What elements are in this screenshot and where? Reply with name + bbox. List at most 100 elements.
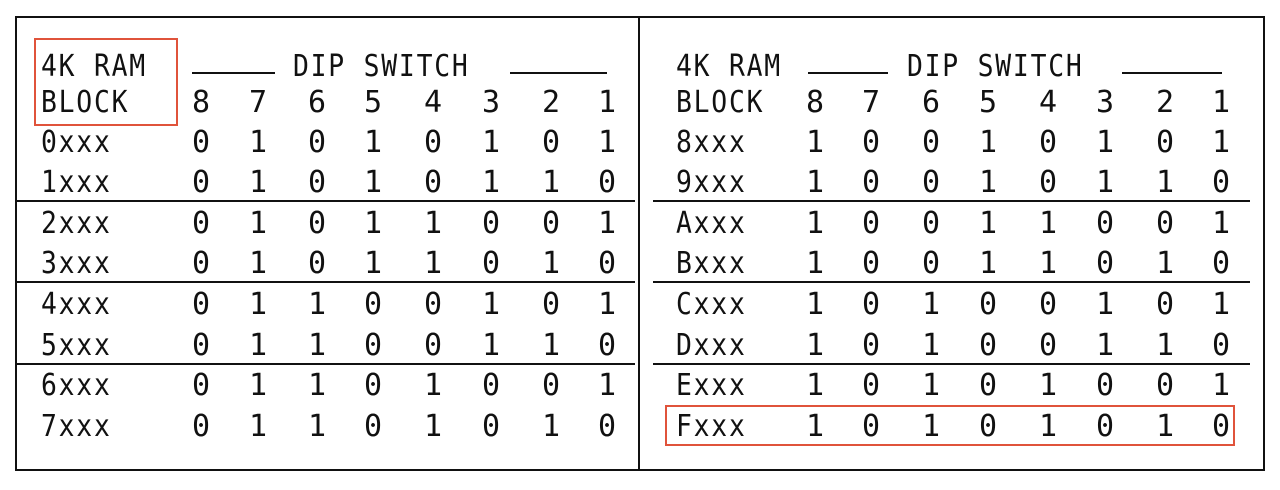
left-switch-bit: 1: [423, 368, 443, 403]
left-switch-bit: 1: [248, 409, 268, 444]
right-switch-bit: 1: [921, 368, 941, 403]
left-switch-bit: 0: [541, 287, 561, 322]
right-switch-number: 1: [1211, 85, 1231, 120]
left-switch-bit: 1: [597, 125, 617, 160]
right-switch-bit: 0: [1155, 368, 1175, 403]
right-switch-bit: 1: [1155, 328, 1175, 363]
right-switch-bit: 1: [805, 125, 825, 160]
left-switch-bit: 0: [541, 368, 561, 403]
right-switch-bit: 1: [978, 125, 998, 160]
right-switch-number: 3: [1095, 85, 1115, 120]
right-switch-bit: 0: [1038, 287, 1058, 322]
right-switch-bit: 0: [1038, 125, 1058, 160]
right-switch-bit: 0: [1211, 409, 1231, 444]
left-switch-bit: 1: [307, 409, 327, 444]
left-title-dash-right: [510, 72, 607, 74]
left-switch-bit: 1: [363, 165, 383, 200]
left-switch-bit: 1: [541, 409, 561, 444]
right-switch-number: 7: [861, 85, 881, 120]
left-block-label: 3xxx: [41, 246, 112, 281]
right-switch-number: 4: [1038, 85, 1058, 120]
left-group-divider: [16, 281, 635, 283]
right-switch-bit: 0: [1155, 206, 1175, 241]
left-switch-bit: 1: [481, 125, 501, 160]
left-switch-bit: 0: [541, 206, 561, 241]
right-group-divider: [653, 281, 1250, 283]
left-switch-bit: 0: [191, 368, 211, 403]
left-switch-bit: 0: [423, 328, 443, 363]
right-switch-bit: 1: [978, 246, 998, 281]
right-switch-bit: 0: [861, 206, 881, 241]
right-switch-bit: 1: [1038, 246, 1058, 281]
left-switch-bit: 0: [597, 328, 617, 363]
left-block-label: 0xxx: [41, 125, 112, 160]
right-switch-bit: 0: [861, 165, 881, 200]
right-block-label: 8xxx: [676, 125, 747, 160]
left-switch-number: 6: [307, 85, 327, 120]
left-switch-bit: 1: [597, 368, 617, 403]
left-switch-bit: 1: [597, 206, 617, 241]
left-switch-bit: 1: [541, 246, 561, 281]
right-block-label: Bxxx: [676, 246, 747, 281]
left-group-divider: [16, 363, 635, 365]
left-switch-bit: 1: [307, 368, 327, 403]
left-dip-switch-title: DIP SWITCH: [293, 49, 470, 84]
right-switch-bit: 0: [1211, 328, 1231, 363]
right-switch-bit: 0: [921, 125, 941, 160]
right-switch-bit: 0: [1095, 206, 1115, 241]
right-switch-bit: 1: [1211, 368, 1231, 403]
right-switch-bit: 0: [978, 368, 998, 403]
left-switch-bit: 0: [481, 368, 501, 403]
left-switch-bit: 0: [191, 206, 211, 241]
right-switch-bit: 0: [1038, 328, 1058, 363]
left-block-label: 2xxx: [41, 206, 112, 241]
left-switch-bit: 0: [307, 246, 327, 281]
right-switch-bit: 0: [861, 328, 881, 363]
right-block-label: 9xxx: [676, 165, 747, 200]
left-switch-bit: 0: [363, 328, 383, 363]
left-group-divider: [16, 200, 635, 202]
left-block-label: 6xxx: [41, 368, 112, 403]
right-title-dash-left: [808, 72, 888, 74]
left-switch-bit: 1: [541, 165, 561, 200]
right-switch-bit: 1: [805, 409, 825, 444]
table-frame: [15, 16, 1265, 471]
right-block-label: Fxxx: [676, 409, 747, 444]
left-switch-bit: 1: [248, 328, 268, 363]
left-switch-bit: 1: [541, 328, 561, 363]
right-dip-switch-title: DIP SWITCH: [907, 49, 1084, 84]
right-switch-bit: 0: [1211, 165, 1231, 200]
left-switch-bit: 1: [248, 206, 268, 241]
left-switch-bit: 0: [423, 287, 443, 322]
right-switch-bit: 1: [1038, 206, 1058, 241]
left-switch-number: 4: [423, 85, 443, 120]
left-switch-number: 1: [597, 85, 617, 120]
right-switch-bit: 0: [978, 328, 998, 363]
left-switch-bit: 1: [481, 328, 501, 363]
left-switch-bit: 1: [248, 287, 268, 322]
right-switch-bit: 1: [805, 246, 825, 281]
right-switch-bit: 1: [805, 328, 825, 363]
left-switch-bit: 0: [307, 206, 327, 241]
right-switch-bit: 1: [921, 328, 941, 363]
right-group-divider: [653, 200, 1250, 202]
left-switch-bit: 1: [248, 368, 268, 403]
right-switch-bit: 0: [861, 368, 881, 403]
left-switch-bit: 1: [307, 328, 327, 363]
left-switch-bit: 1: [363, 246, 383, 281]
left-switch-bit: 0: [541, 125, 561, 160]
left-switch-bit: 0: [363, 287, 383, 322]
left-switch-bit: 0: [191, 246, 211, 281]
left-switch-bit: 1: [423, 246, 443, 281]
left-switch-number: 8: [191, 85, 211, 120]
right-switch-bit: 1: [1095, 165, 1115, 200]
left-switch-bit: 1: [481, 287, 501, 322]
right-block-label: Axxx: [676, 206, 747, 241]
left-switch-number: 2: [541, 85, 561, 120]
right-title-dash-right: [1122, 72, 1222, 74]
left-switch-bit: 0: [307, 125, 327, 160]
right-switch-bit: 0: [1095, 246, 1115, 281]
right-switch-bit: 1: [805, 287, 825, 322]
left-switch-bit: 0: [191, 165, 211, 200]
left-switch-bit: 0: [597, 246, 617, 281]
